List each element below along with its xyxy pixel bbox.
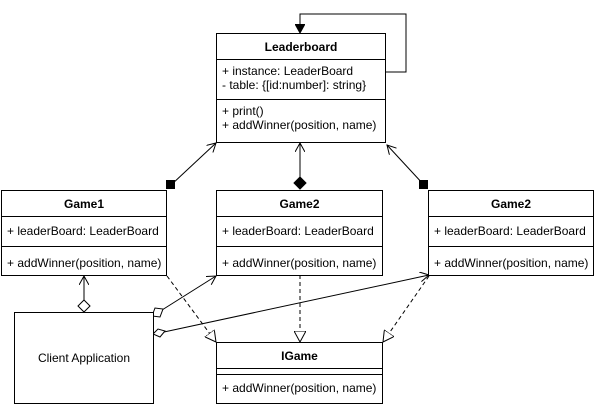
composition-diamond-marker <box>293 176 307 190</box>
client-game2-right-aggregation <box>163 275 429 333</box>
method: + addWinner(position, name) <box>222 381 377 395</box>
methods-section: + addWinner(position, name) <box>2 247 166 274</box>
attribute: - table: {[id:number]: string} <box>222 78 367 92</box>
class-name: Leaderboard <box>217 34 385 60</box>
attribute: + instance: LeaderBoard <box>222 64 354 78</box>
square-end-marker <box>166 180 175 189</box>
methods-section: + addWinner(position, name) <box>429 247 593 274</box>
attributes-section <box>217 369 382 375</box>
method: + addWinner(position, name) <box>222 118 377 132</box>
methods-section: + print() + addWinner(position, name) <box>217 100 385 136</box>
aggregation-diamond-marker <box>151 307 164 318</box>
class-name: Game1 <box>2 191 166 217</box>
aggregation-diamond-marker <box>77 299 91 313</box>
attributes-section: + leaderBoard: LeaderBoard <box>217 217 382 247</box>
class-name: IGame <box>217 343 382 369</box>
method: + addWinner(position, name) <box>222 256 377 270</box>
game1-class[interactable]: Game1 + leaderBoard: LeaderBoard + addWi… <box>1 190 167 276</box>
attributes-section: + instance: LeaderBoard - table: {[id:nu… <box>217 60 385 100</box>
leaderboard-class[interactable]: Leaderboard + instance: LeaderBoard - ta… <box>216 33 386 143</box>
methods-section: + addWinner(position, name) <box>217 375 382 399</box>
class-name: Game2 <box>429 191 593 217</box>
igame-interface[interactable]: IGame + addWinner(position, name) <box>216 342 383 404</box>
methods-section: + addWinner(position, name) <box>217 247 382 274</box>
client-game2-center-aggregation <box>161 276 216 311</box>
class-name: Game2 <box>217 191 382 217</box>
attributes-section: + leaderBoard: LeaderBoard <box>2 217 166 247</box>
attribute: + leaderBoard: LeaderBoard <box>7 224 159 238</box>
game2-right-leaderboard-connector <box>387 145 425 186</box>
square-end-marker <box>419 180 428 189</box>
attribute: + leaderBoard: LeaderBoard <box>222 224 374 238</box>
method: + print() <box>222 104 264 118</box>
client-label: Client Application <box>37 351 131 365</box>
attribute: + leaderBoard: LeaderBoard <box>434 224 586 238</box>
game2-right-class[interactable]: Game2 + leaderBoard: LeaderBoard + addWi… <box>428 190 594 276</box>
method: + addWinner(position, name) <box>434 256 589 270</box>
game2-right-igame-realization <box>383 275 430 342</box>
client-application-box[interactable]: Client Application <box>14 312 154 404</box>
game2-center-class[interactable]: Game2 + leaderBoard: LeaderBoard + addWi… <box>216 190 383 276</box>
game1-leaderboard-connector <box>170 143 216 186</box>
game1-igame-realization <box>166 275 216 342</box>
method: + addWinner(position, name) <box>7 256 162 270</box>
attributes-section: + leaderBoard: LeaderBoard <box>429 217 593 247</box>
aggregation-diamond-marker <box>152 328 166 338</box>
self-association-connector <box>300 13 407 73</box>
